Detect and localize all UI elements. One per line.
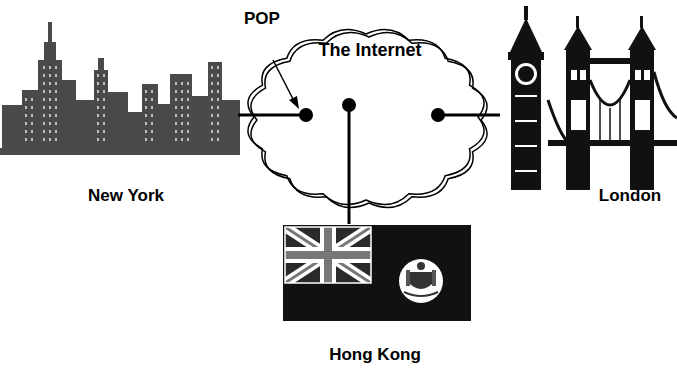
city-illustration: London [500,4,677,214]
tower-bridge [548,16,677,190]
hong-kong-flag [283,225,471,321]
city-name: Hong Kong [329,345,421,365]
big-ben [508,6,544,190]
pop-dot [299,98,445,122]
internet-cloud: The Internet [240,14,492,212]
network-link [238,115,240,116]
city-illustration: New York [0,20,238,195]
city-name: London [599,186,661,206]
city-illustration: Hong Kong [276,224,478,369]
pop-wire [238,105,492,212]
cloud-title: The Internet [318,40,421,62]
network-link [349,212,350,224]
callout-label: POP [244,9,280,29]
city-name: New York [88,186,164,206]
new-york-skyline [0,22,240,155]
network-link [492,115,500,116]
leader-arrow [273,60,299,109]
